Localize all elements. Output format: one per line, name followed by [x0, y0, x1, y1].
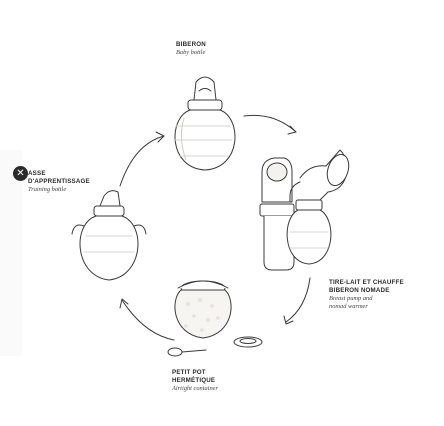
- label-subtitle-line-1: Breast pump and: [329, 295, 373, 303]
- label-title-line-2: BIBERON NOMADE: [329, 287, 390, 295]
- close-button[interactable]: ✕: [13, 166, 28, 181]
- label-title-line-2: HERMÉTIQUE: [172, 377, 216, 385]
- label-subtitle: Airtight container: [172, 385, 218, 393]
- label-baby-bottle: BIBERON Baby bottle: [176, 41, 246, 57]
- close-icon: ✕: [16, 167, 25, 179]
- label-title-line-1: PETIT POT: [172, 369, 206, 376]
- label-subtitle-line-2: nomad warmer: [329, 302, 368, 310]
- breast-pump-illustration: [259, 149, 350, 271]
- label-title: BIBERON: [176, 41, 206, 48]
- label-subtitle: Baby bottle: [176, 49, 206, 57]
- label-breast-pump: TIRE-LAIT ET CHAUFFE BIBERON NOMADE Brea…: [329, 279, 429, 310]
- label-airtight-container: PETIT POT HERMÉTIQUE Airtight container: [172, 369, 252, 393]
- baby-bottle-illustration: [173, 76, 236, 171]
- label-title-line-2: D'APPRENTISSAGE: [28, 178, 90, 186]
- airtight-container-illustration: [167, 280, 263, 357]
- label-training-bottle: ASSE D'APPRENTISSAGE Training bottle: [28, 170, 118, 194]
- left-panel-edge: [0, 150, 22, 356]
- label-title-line-1: ASSE: [28, 170, 46, 177]
- training-bottle-illustration: [71, 190, 147, 281]
- label-subtitle: Training bottle: [28, 186, 67, 194]
- label-title-line-1: TIRE-LAIT ET CHAUFFE: [329, 279, 404, 286]
- cycle-arrows: [119, 114, 311, 341]
